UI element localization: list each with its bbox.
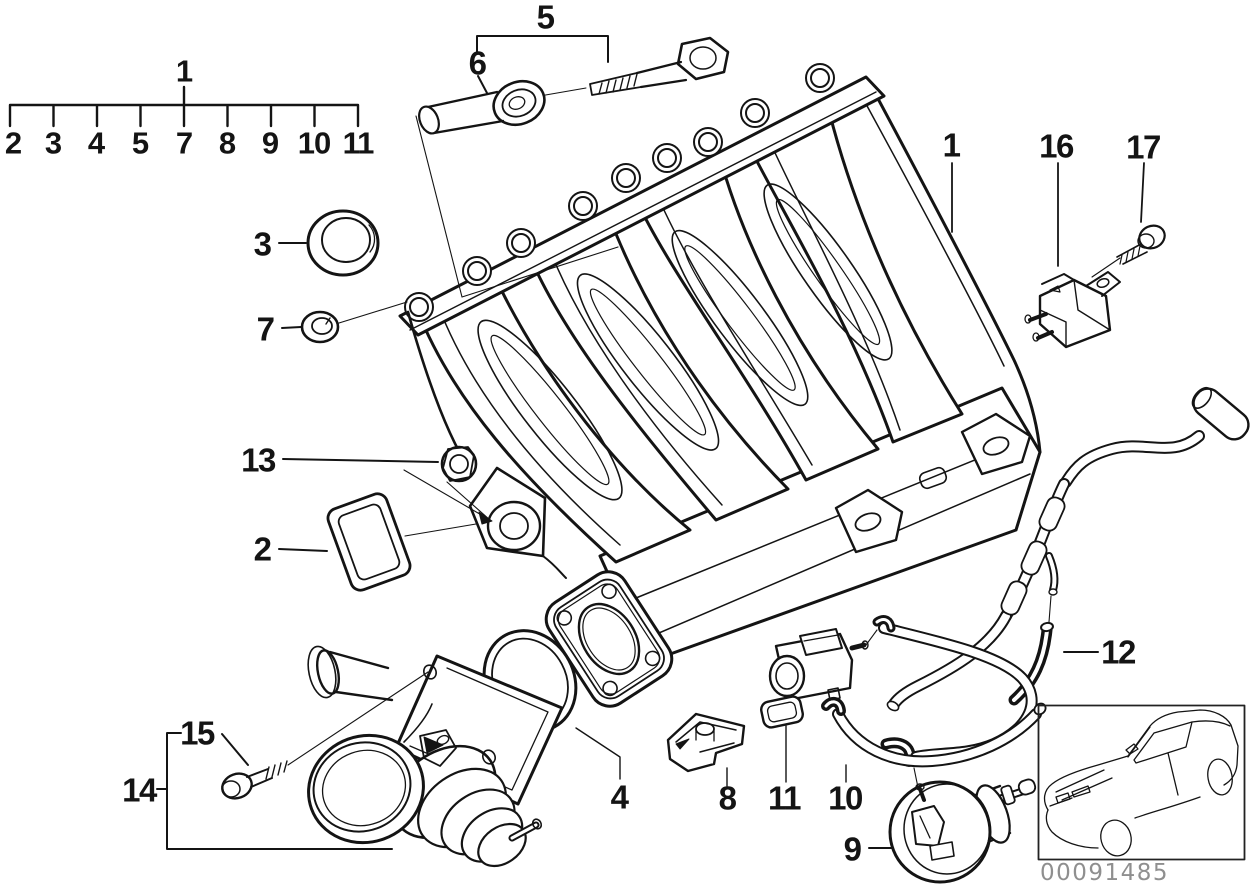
callout-11-valve: 11 — [768, 779, 801, 817]
callout-7-grommet: 7 — [256, 310, 275, 348]
callout-6-sleeve: 6 — [468, 44, 487, 82]
legend-item-2: 2 — [4, 125, 22, 161]
car-silhouette — [1043, 709, 1239, 857]
seal-ring-drawing — [306, 209, 380, 277]
intake-manifold-drawing — [398, 63, 1042, 708]
callout-9-actuator: 9 — [843, 830, 862, 868]
callout-14-assembly: 14 — [122, 771, 157, 809]
sensor-drawing — [1024, 271, 1121, 349]
legend-item-4: 4 — [87, 125, 105, 161]
legend-item-3: 3 — [44, 125, 62, 161]
legend-item-9: 9 — [261, 125, 279, 161]
screw-15-drawing — [221, 760, 288, 800]
clip-drawing — [666, 712, 746, 773]
callout-10-hose: 10 — [828, 779, 863, 817]
callout-2-gasket: 2 — [253, 530, 272, 568]
valve-drawing — [760, 628, 869, 729]
inset-image-code: 00091485 — [1040, 860, 1170, 886]
actuator-drawing — [888, 778, 1037, 884]
callout-15-screw: 15 — [180, 714, 215, 752]
callout-5-bolt-group: 5 — [536, 0, 555, 36]
callout-16-sensor: 16 — [1039, 127, 1074, 165]
legend-item-8: 8 — [218, 125, 236, 161]
hoses-drawing — [821, 386, 1250, 768]
callout-12-vacuum-hose: 12 — [1101, 633, 1136, 671]
nut-drawing — [440, 445, 478, 483]
callout-4-o-ring: 4 — [610, 778, 629, 816]
callout-3-seal-ring: 3 — [253, 225, 272, 263]
callout-13-nut: 13 — [241, 441, 276, 479]
grommet-drawing — [300, 310, 340, 344]
profile-gasket-drawing — [326, 492, 412, 592]
sensor-bolt-drawing — [1116, 224, 1166, 265]
callout-1-manifold: 1 — [942, 126, 961, 164]
legend-item-10: 10 — [297, 125, 331, 161]
callout-17-sensor-bolt: 17 — [1126, 128, 1161, 166]
legend-item-5: 5 — [131, 125, 149, 161]
legend-item-7: 7 — [175, 125, 193, 161]
legend-group-label: 1 — [175, 53, 193, 89]
legend-item-11: 11 — [342, 125, 375, 161]
bolt-and-sleeve-drawing — [418, 36, 730, 135]
legend-bracket — [8, 85, 360, 128]
inset-car-box — [1037, 704, 1246, 861]
callout-8-clip: 8 — [718, 779, 737, 817]
rail-bolt-bosses — [404, 63, 835, 322]
throttle-assembly-drawing — [221, 645, 564, 868]
